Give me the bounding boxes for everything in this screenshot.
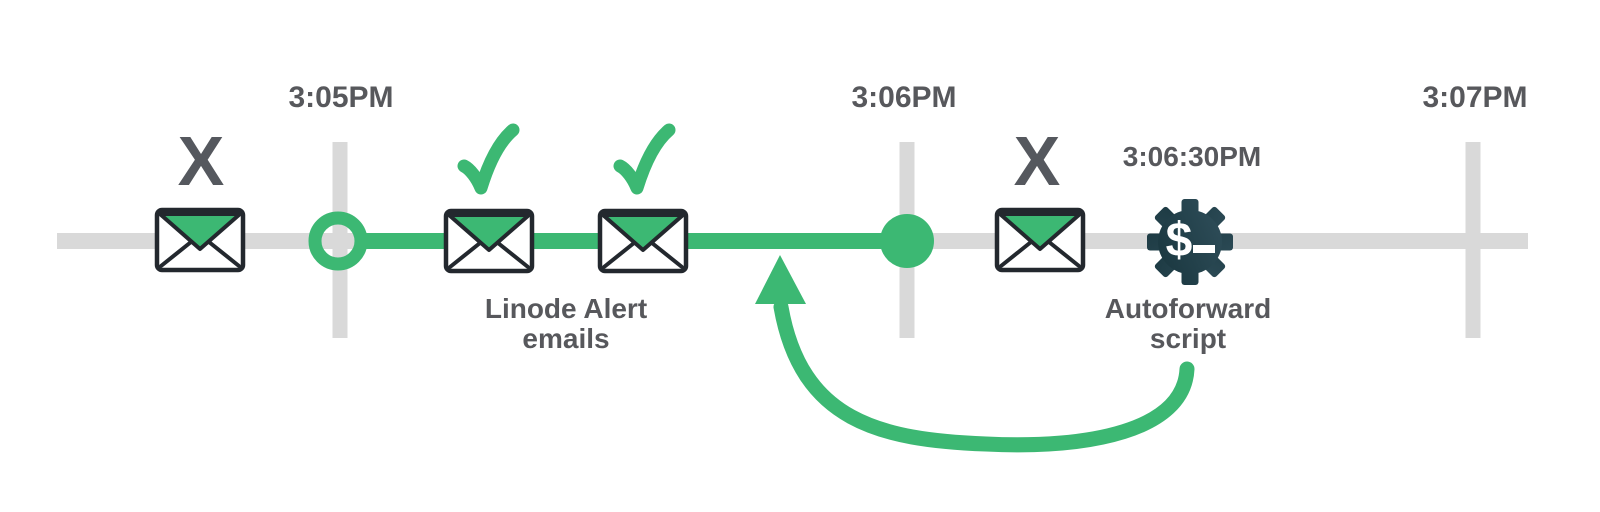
check-icon [457,123,520,195]
dollar-glyph: $ [1166,214,1193,267]
start-ring-marker [308,211,368,271]
tick-label-306: 3:06PM [851,81,957,114]
x-mark: X [1013,122,1061,200]
event-time-label: 3:06:30PM [1122,141,1262,172]
tick-mark-305 [332,142,348,338]
cursor-dash [1193,245,1215,253]
alert-caption: Linode Alert emails [485,294,647,354]
gear-dollar-icon: $ [1147,199,1233,285]
script-caption: Autoforward script [1105,294,1271,354]
x-mark: X [177,122,225,200]
alert-caption-line2: emails [522,323,610,354]
tick-mark-307 [1465,142,1481,338]
loop-arrow-icon [755,255,1195,453]
tick-label-307: 3:07PM [1422,81,1528,114]
envelope-icon [597,208,689,274]
tick-label-305: 3:05PM [288,81,394,114]
envelope-icon [994,207,1086,273]
alert-caption-line1: Linode Alert [484,293,648,324]
check-icon [613,123,676,195]
script-caption-line1: Autoforward [1104,293,1272,324]
end-dot-marker [880,214,934,268]
script-caption-line2: script [1149,323,1227,354]
envelope-icon [154,207,246,273]
envelope-icon [443,208,535,274]
